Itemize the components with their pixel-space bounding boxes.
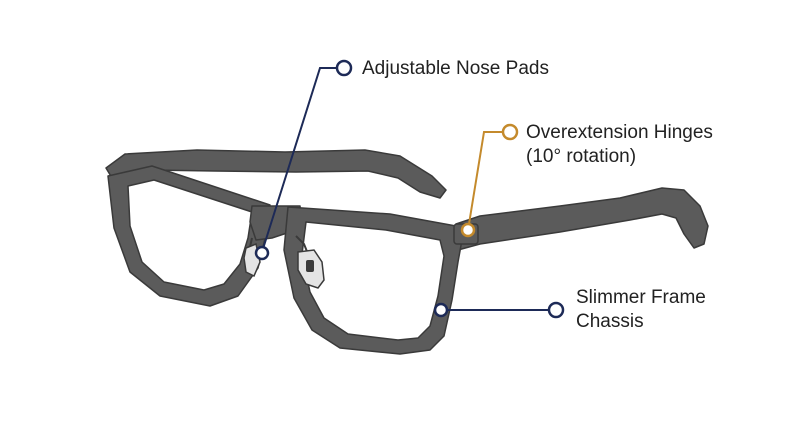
frame-marker-dot <box>433 302 449 318</box>
label-hinges-line-2: (10° rotation) <box>526 146 637 167</box>
label-overextension-hinges: Overextension Hinges (10° rotation) <box>526 121 713 169</box>
nose-pad-screw <box>306 260 314 272</box>
label-hinges-line-1: Overextension Hinges <box>526 122 713 143</box>
frame-end-dot <box>547 301 565 319</box>
callout-nose-pads <box>254 59 353 261</box>
callout-hinges <box>460 123 519 238</box>
left-lens-rim <box>107 165 271 307</box>
label-slimmer-frame-chassis: Slimmer Frame Chassis <box>576 286 706 334</box>
label-frame-line-1: Slimmer Frame <box>576 287 706 308</box>
nose-pads-marker-dot <box>254 245 270 261</box>
hinges-end-dot <box>501 123 519 141</box>
right-temple-arm <box>455 187 709 251</box>
label-nose-pads-line-1: Adjustable Nose Pads <box>362 58 549 79</box>
left-temple-arm <box>105 149 447 199</box>
hinges-leader-line <box>467 131 508 231</box>
hinges-marker-dot <box>460 222 476 238</box>
callout-frame <box>433 301 565 319</box>
nose-pads-end-dot <box>335 59 353 77</box>
label-adjustable-nose-pads: Adjustable Nose Pads <box>362 57 549 81</box>
label-frame-line-2: Chassis <box>576 311 644 332</box>
